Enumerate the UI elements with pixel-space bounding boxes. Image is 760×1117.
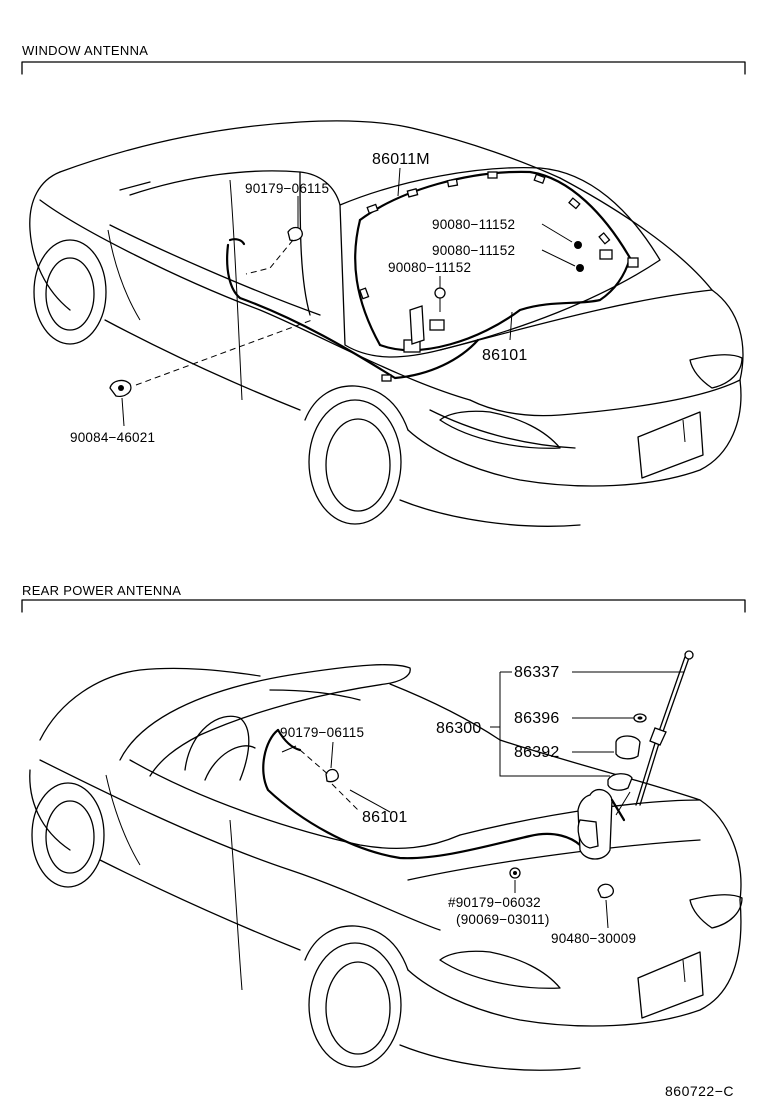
- window-antenna-wiring: [109, 170, 639, 398]
- label-90084-46021: 90084−46021: [70, 430, 155, 445]
- car-body-window: [29, 120, 744, 527]
- label-90080-11152-c: 90080−11152: [388, 260, 471, 275]
- car-body-rear: [29, 664, 743, 1071]
- label-86392: 86392: [514, 744, 560, 761]
- section-title-rear-power-antenna: REAR POWER ANTENNA: [22, 583, 181, 598]
- label-86101-rear: 86101: [362, 809, 408, 826]
- label-86337: 86337: [514, 664, 560, 681]
- label-90179-06115-window: 90179−06115: [245, 181, 329, 196]
- section-bracket-rear: [21, 599, 746, 613]
- leaders-rear: [330, 671, 684, 929]
- leaders-window: [121, 167, 576, 427]
- dashed-route-grommet: [135, 319, 313, 386]
- label-90179-06032: #90179−06032: [448, 895, 541, 910]
- dashed-route-clip: [245, 239, 294, 275]
- section-bracket-window: [21, 61, 746, 75]
- label-90080-11152-b: 90080−11152: [432, 243, 515, 258]
- label-90480-30009: 90480−30009: [551, 931, 636, 946]
- label-90179-06115-rear: 90179−06115: [280, 725, 364, 740]
- label-86300: 86300: [436, 720, 482, 737]
- label-86101-window: 86101: [482, 347, 528, 364]
- figure-reference: 860722−C: [665, 1083, 734, 1099]
- dashed-route-rear-b: [331, 783, 359, 811]
- label-90080-11152-a: 90080−11152: [432, 217, 515, 232]
- label-86396: 86396: [514, 710, 560, 727]
- rear-antenna-assembly: [262, 650, 694, 899]
- section-title-window-antenna: WINDOW ANTENNA: [22, 43, 148, 58]
- label-86011M: 86011M: [372, 151, 430, 168]
- label-90069-03011: (90069−03011): [456, 912, 550, 927]
- dashed-route-rear-a: [299, 749, 331, 777]
